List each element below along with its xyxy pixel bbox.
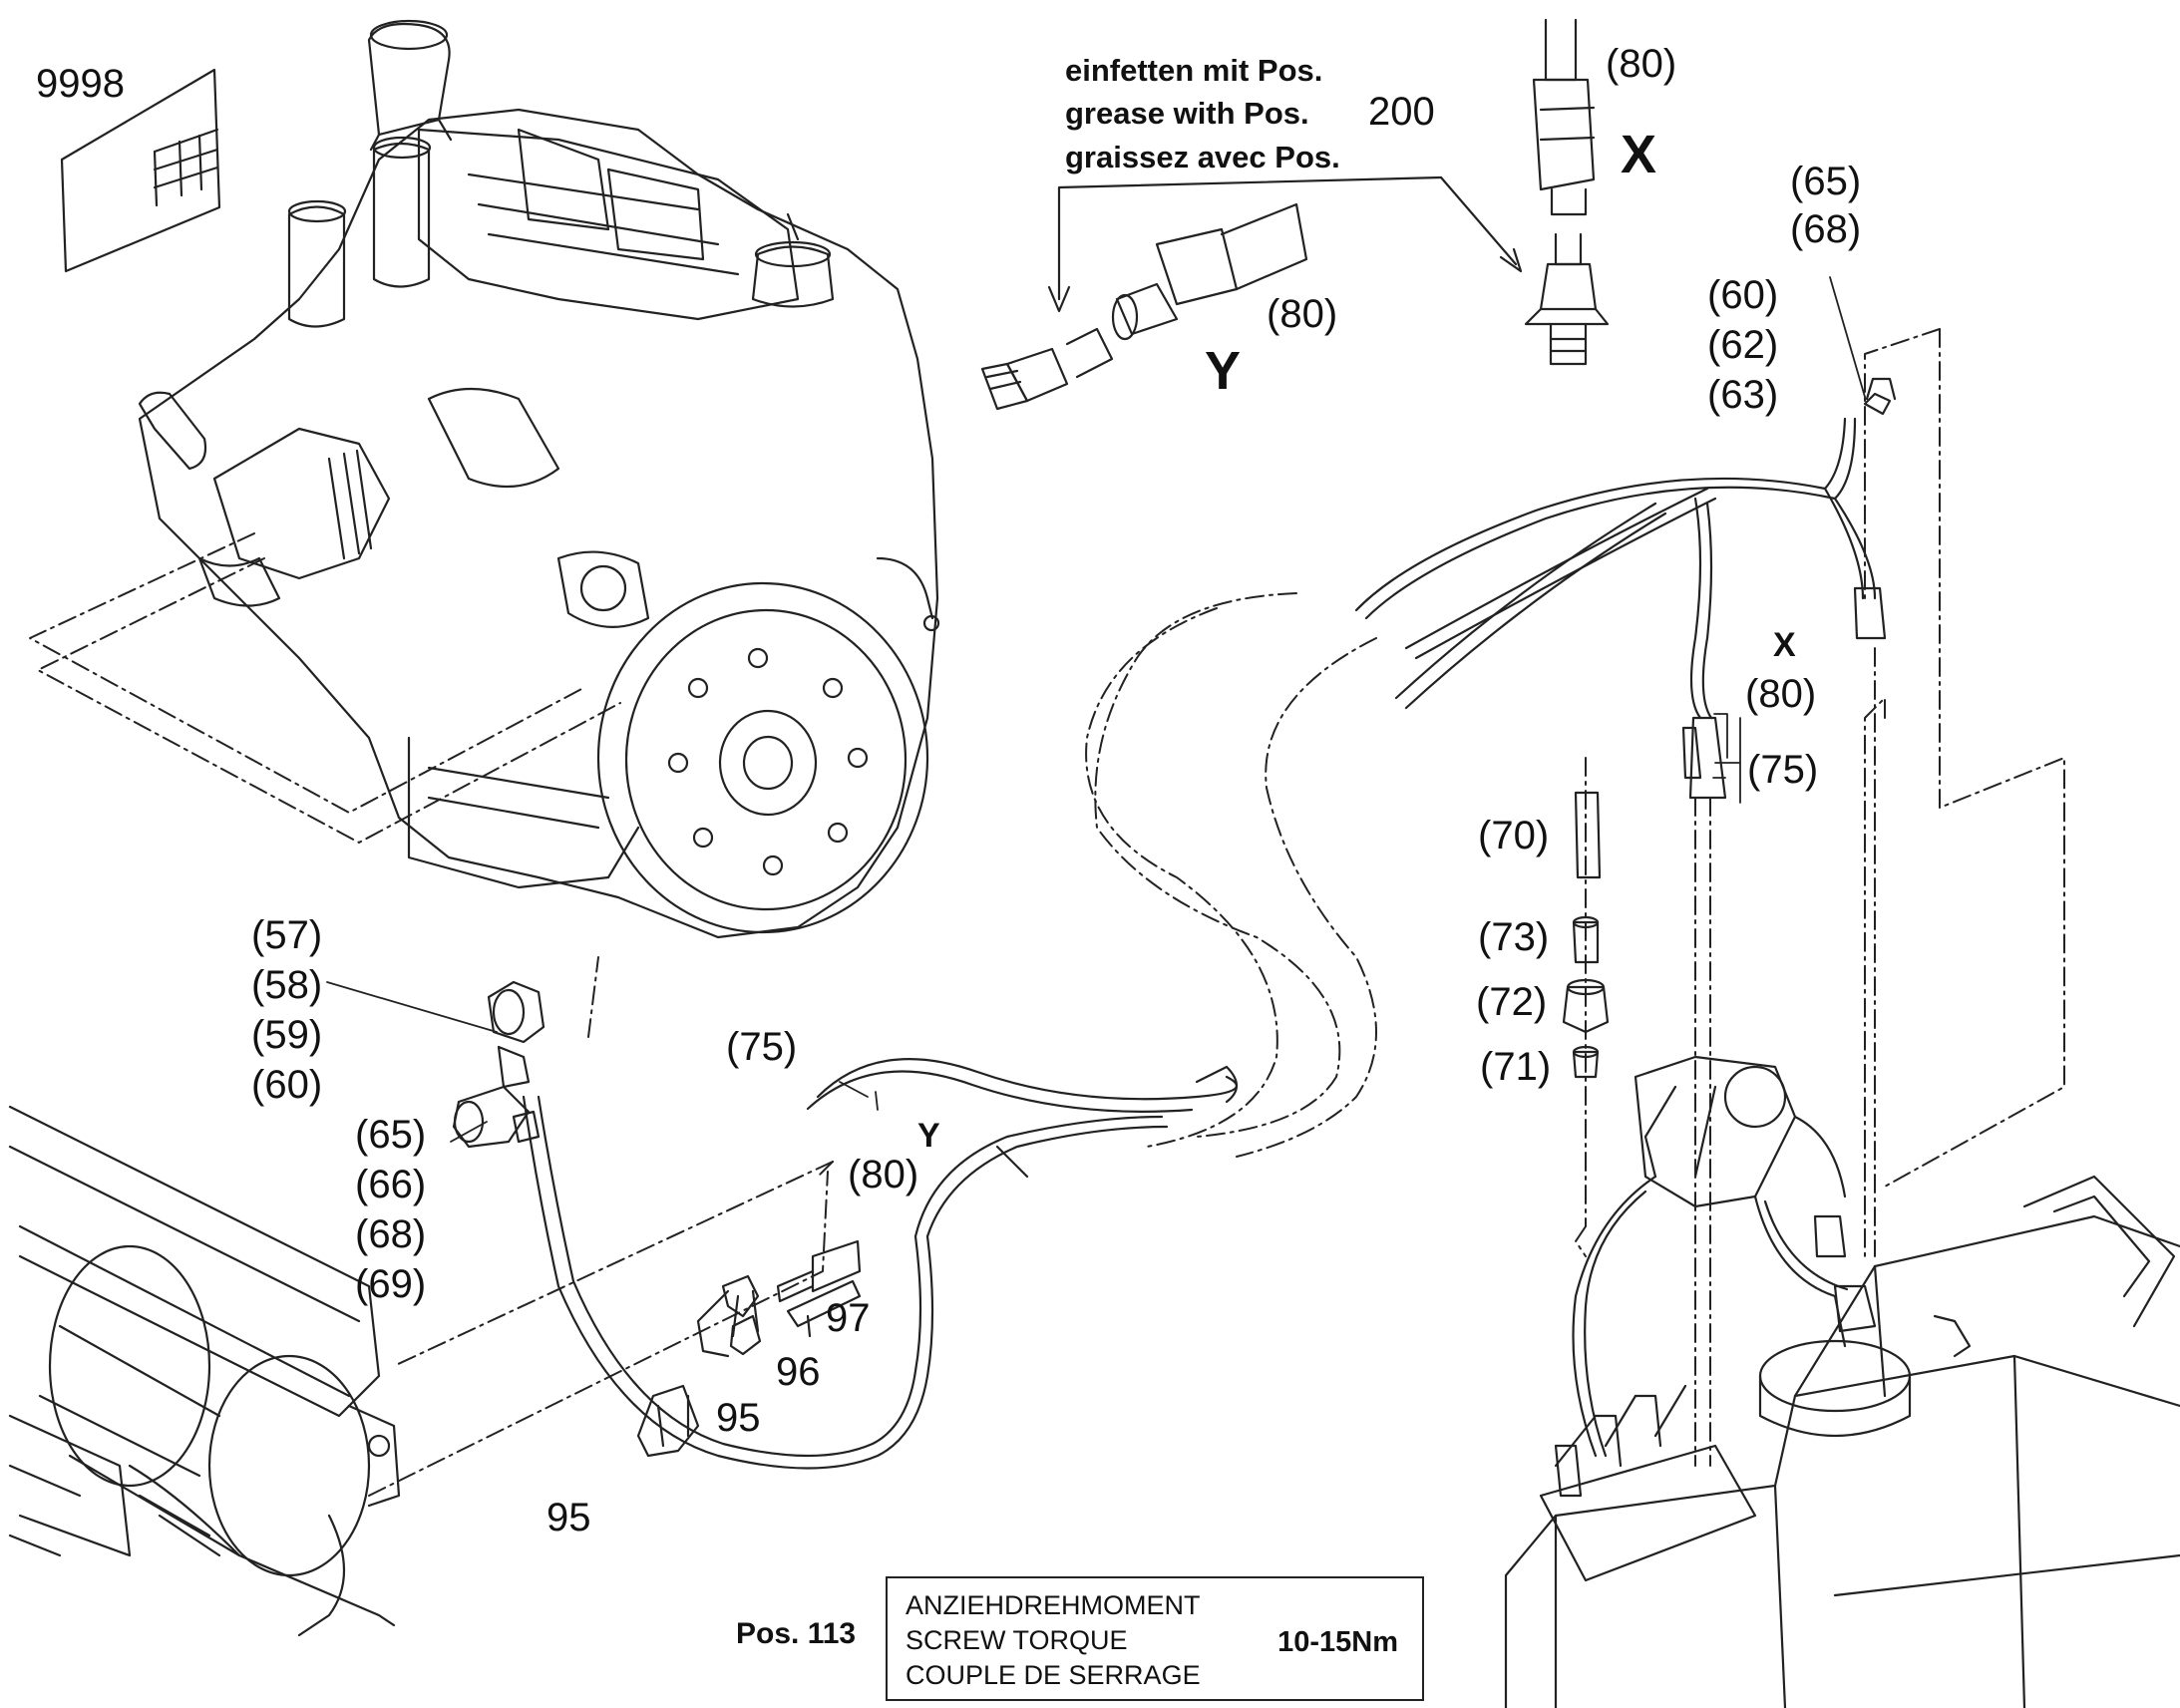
callout-62: (62) [1707, 323, 1779, 367]
upper-harness [1354, 377, 1897, 800]
callout-65-top: (65) [1790, 160, 1862, 203]
callout-80-right: (80) [1745, 672, 1817, 716]
small-parts [1562, 791, 1610, 1079]
torque-pos-label: Pos. 113 [736, 1617, 857, 1650]
left-hose-bundle [522, 1058, 1239, 1470]
callout-59: (59) [251, 1013, 323, 1057]
callout-80-left: (80) [848, 1153, 919, 1196]
callout-75-left: (75) [726, 1025, 798, 1069]
callout-57: (57) [251, 913, 323, 957]
callout-96: 96 [776, 1350, 821, 1394]
torque-label-de: ANZIEHDREHMOMENT [906, 1590, 1201, 1620]
detail-x-connector [1524, 18, 1610, 366]
torque-value: 10-15Nm [1277, 1626, 1398, 1658]
callout-75-right: (75) [1747, 748, 1819, 792]
callout-65-left: (65) [355, 1113, 427, 1157]
torque-table: ANZIEHDREHMOMENT SCREW TORQUE COUPLE DE … [886, 1576, 1424, 1701]
engine-illustration [138, 19, 940, 939]
callout-66: (66) [355, 1163, 427, 1206]
sheet-symbol [60, 68, 221, 273]
clamp-parts [636, 1239, 862, 1458]
callout-73: (73) [1478, 915, 1550, 959]
detail-x-letter: X [1621, 125, 1657, 184]
callout-71: (71) [1480, 1045, 1552, 1089]
torque-label-fr: COUPLE DE SERRAGE [906, 1660, 1201, 1690]
torque-label-en: SCREW TORQUE [906, 1625, 1128, 1655]
reference-lines [29, 328, 2065, 1497]
detail-y-callout: (80) [1267, 292, 1338, 336]
grease-note-fr: graissez avec Pos. [1065, 140, 1340, 174]
callout-70: (70) [1478, 814, 1550, 857]
callout-68-top: (68) [1790, 207, 1862, 251]
callout-95-lower: 95 [546, 1496, 591, 1539]
callout-60-left: (60) [251, 1063, 323, 1107]
callout-97: 97 [826, 1296, 871, 1340]
detail-x-callout: (80) [1606, 42, 1677, 86]
callout-69: (69) [355, 1262, 427, 1306]
callout-60-top: (60) [1707, 273, 1779, 317]
y-mark: Y [917, 1117, 940, 1155]
detail-y-connector [980, 202, 1308, 411]
sheet-number-label: 9998 [36, 62, 125, 106]
grease-note-pos: 200 [1368, 90, 1435, 134]
callout-63: (63) [1707, 373, 1779, 417]
callout-58: (58) [251, 963, 323, 1007]
x-mark: X [1773, 626, 1796, 664]
grease-note-de: einfetten mit Pos. [1065, 53, 1323, 88]
def-tank [1504, 1055, 2180, 1708]
leader-lines [326, 276, 1866, 1143]
callout-95-upper: 95 [716, 1396, 761, 1440]
callout-72: (72) [1476, 980, 1548, 1024]
exhaust-assembly [8, 1105, 401, 1637]
detail-y-letter: Y [1205, 341, 1242, 401]
left-fittings [452, 980, 545, 1149]
grease-leaders [1047, 175, 1523, 313]
callout-68-left: (68) [355, 1212, 427, 1256]
grease-note-en: grease with Pos. [1065, 96, 1309, 131]
